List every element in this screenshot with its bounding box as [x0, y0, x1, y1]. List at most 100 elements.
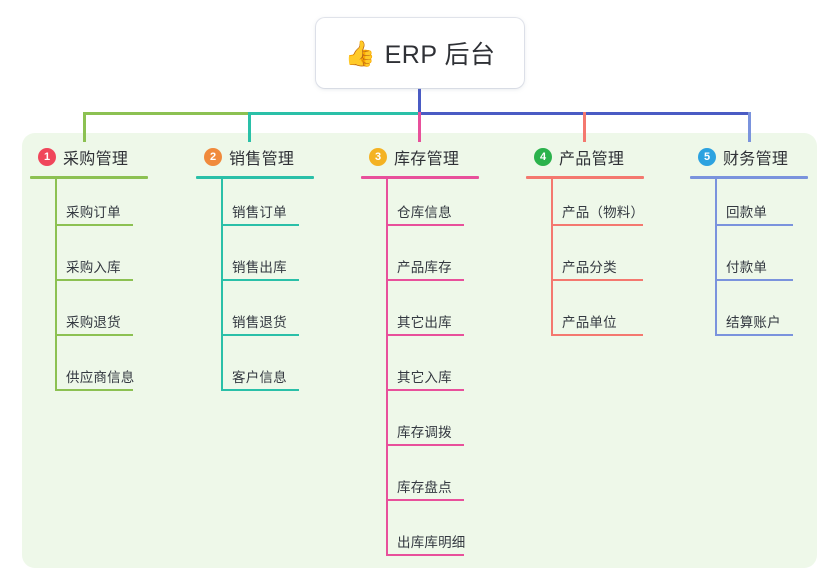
leaf-underline [386, 444, 464, 446]
leaf-underline [551, 224, 643, 226]
leaf-label: 库存盘点 [397, 480, 452, 495]
branch-leaf-list: 产品（物料） 产品分类产品单位 [526, 179, 676, 344]
branch-title: 采购管理 [63, 151, 129, 168]
leaf-label: 采购入库 [66, 260, 121, 275]
branch-title: 财务管理 [723, 151, 789, 168]
leaf-underline [55, 389, 133, 391]
leaf-item[interactable]: 产品单位 [526, 289, 676, 344]
connector-drop-1 [83, 112, 86, 142]
connector-drop-5 [748, 112, 751, 142]
leaf-item[interactable]: 库存盘点 [361, 454, 511, 509]
branch-number-badge: 2 [204, 148, 222, 166]
leaf-label: 产品库存 [397, 260, 452, 275]
leaf-label: 产品分类 [562, 260, 617, 275]
branch-title: 库存管理 [394, 151, 460, 168]
leaf-item[interactable]: 回款单 [690, 179, 839, 234]
leaf-underline [715, 224, 793, 226]
branch-leaf-list: 仓库信息产品库存其它出库其它入库库存调拨库存盘点出库库明细 [361, 179, 511, 564]
branch-number-badge: 3 [369, 148, 387, 166]
leaf-item[interactable]: 供应商信息 [30, 344, 180, 399]
leaf-item[interactable]: 销售退货 [196, 289, 346, 344]
branch-column-财务管理: 5 财务管理回款单付款单结算账户 [690, 144, 839, 344]
root-node-content: 👍 ERP 后台 [344, 35, 495, 71]
leaf-item[interactable]: 采购订单 [30, 179, 180, 234]
branch-number-badge: 1 [38, 148, 56, 166]
leaf-item[interactable]: 其它入库 [361, 344, 511, 399]
leaf-underline [386, 224, 464, 226]
branch-header-库存管理[interactable]: 3 库存管理 [361, 144, 511, 170]
branch-spine [55, 179, 57, 391]
leaf-underline [55, 224, 133, 226]
leaf-underline [715, 334, 793, 336]
branch-number-badge: 4 [534, 148, 552, 166]
leaf-underline [55, 334, 133, 336]
branch-header-销售管理[interactable]: 2 销售管理 [196, 144, 346, 170]
leaf-label: 销售订单 [232, 205, 287, 220]
branch-spine [386, 179, 388, 556]
leaf-item[interactable]: 付款单 [690, 234, 839, 289]
leaf-label: 销售退货 [232, 315, 287, 330]
connector-root-stem [418, 88, 421, 114]
branch-title: 销售管理 [229, 151, 295, 168]
leaf-item[interactable]: 产品库存 [361, 234, 511, 289]
leaf-underline [386, 389, 464, 391]
leaf-underline [386, 279, 464, 281]
branch-leaf-list: 采购订单采购入库采购退货供应商信息 [30, 179, 180, 399]
thumbs-up-icon: 👍 [344, 39, 376, 68]
leaf-label: 付款单 [726, 260, 768, 275]
branch-column-采购管理: 1 采购管理采购订单采购入库采购退货供应商信息 [30, 144, 180, 399]
leaf-item[interactable]: 库存调拨 [361, 399, 511, 454]
branch-header-underline [526, 176, 644, 179]
branch-header-underline [361, 176, 479, 179]
branch-header-财务管理[interactable]: 5 财务管理 [690, 144, 839, 170]
connector-bus-segment-1 [83, 112, 248, 115]
leaf-underline [221, 224, 299, 226]
leaf-underline [551, 279, 643, 281]
leaf-item[interactable]: 销售订单 [196, 179, 346, 234]
leaf-label: 采购退货 [66, 315, 121, 330]
leaf-label: 客户信息 [232, 370, 287, 385]
branch-leaf-list: 回款单付款单结算账户 [690, 179, 839, 344]
branch-header-underline [690, 176, 808, 179]
leaf-label: 采购订单 [66, 205, 121, 220]
branch-column-库存管理: 3 库存管理仓库信息产品库存其它出库其它入库库存调拨库存盘点出库库明细 [361, 144, 511, 564]
leaf-label: 其它出库 [397, 315, 452, 330]
leaf-underline [221, 334, 299, 336]
leaf-label: 其它入库 [397, 370, 452, 385]
leaf-label: 库存调拨 [397, 425, 452, 440]
leaf-item[interactable]: 产品分类 [526, 234, 676, 289]
leaf-underline [221, 279, 299, 281]
branch-number-badge: 5 [698, 148, 716, 166]
leaf-underline [551, 334, 643, 336]
leaf-underline [386, 499, 464, 501]
branch-column-销售管理: 2 销售管理销售订单销售出库销售退货客户信息 [196, 144, 346, 399]
leaf-item[interactable]: 其它出库 [361, 289, 511, 344]
leaf-underline [55, 279, 133, 281]
leaf-item[interactable]: 仓库信息 [361, 179, 511, 234]
leaf-item[interactable]: 销售出库 [196, 234, 346, 289]
connector-drop-2 [248, 112, 251, 142]
branch-header-underline [30, 176, 148, 179]
branch-spine [715, 179, 717, 336]
leaf-label: 销售出库 [232, 260, 287, 275]
leaf-item[interactable]: 结算账户 [690, 289, 839, 344]
leaf-label: 产品单位 [562, 315, 617, 330]
leaf-item[interactable]: 出库库明细 [361, 509, 511, 564]
leaf-item[interactable]: 客户信息 [196, 344, 346, 399]
root-node-title: ERP 后台 [384, 41, 496, 69]
branch-header-产品管理[interactable]: 4 产品管理 [526, 144, 676, 170]
connector-bus-segment-2 [248, 112, 420, 115]
branch-column-产品管理: 4 产品管理产品（物料） 产品分类产品单位 [526, 144, 676, 344]
branch-header-采购管理[interactable]: 1 采购管理 [30, 144, 180, 170]
connector-drop-3 [418, 112, 421, 142]
branch-title: 产品管理 [559, 151, 625, 168]
leaf-label: 产品（物料） [562, 205, 645, 220]
root-node-erp-backend[interactable]: 👍 ERP 后台 [316, 18, 524, 88]
branches-panel [22, 133, 817, 568]
leaf-item[interactable]: 采购入库 [30, 234, 180, 289]
leaf-item[interactable]: 产品（物料） [526, 179, 676, 234]
leaf-label: 仓库信息 [397, 205, 452, 220]
leaf-item[interactable]: 采购退货 [30, 289, 180, 344]
branch-leaf-list: 销售订单销售出库销售退货客户信息 [196, 179, 346, 399]
